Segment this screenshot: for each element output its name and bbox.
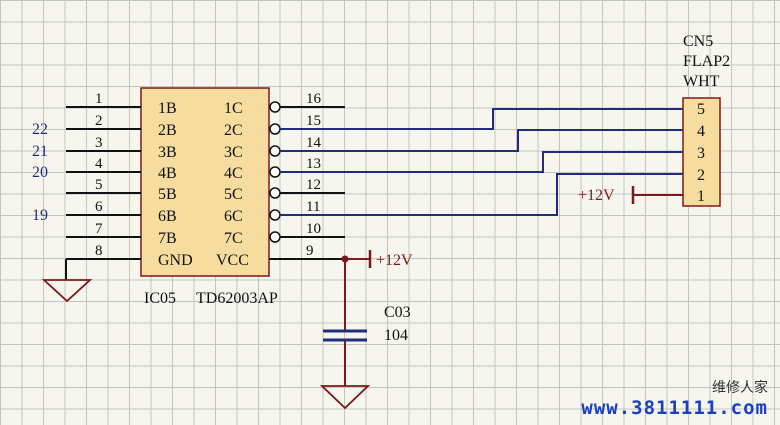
watermark: 维修人家 www.3811111.com [581,377,768,419]
net-label: 22 [32,121,48,138]
output-pin-wires [269,106,345,260]
pin-name: 7C [224,230,243,247]
input-pin-wires [66,106,141,260]
pin-number: 10 [306,221,321,237]
pin-number: 14 [306,135,322,151]
input-pin-numbers: 1 2 3 4 5 6 7 8 [95,91,103,259]
pin-name: 4C [224,165,243,182]
ground-symbol-ic [41,259,93,303]
net-label: 20 [32,164,48,181]
connector-ref: CN5 [683,33,713,50]
output-pin-numbers: 16 15 14 13 12 11 10 9 [306,91,322,259]
pin-number: 4 [697,123,705,140]
pin-name: 1C [224,100,243,117]
capacitor-ref: C03 [384,304,411,321]
pin-name: VCC [216,252,249,269]
pin-name: GND [158,252,193,269]
ic-output-pin-names: 1C 2C 3C 4C 5C 6C 7C VCC [216,100,249,269]
pin-number: 9 [306,243,314,259]
pin-name: 3B [158,144,177,161]
input-net-labels: 22 21 20 19 [32,121,48,224]
power-symbol-connector: +12V [578,186,683,204]
pin-number: 3 [697,145,705,162]
pin-number: 5 [697,101,705,118]
power-label: +12V [578,187,615,204]
pin-name: 4B [158,165,177,182]
pin-name: 5C [224,186,243,203]
power-symbol-vcc: +12V [345,250,413,269]
watermark-url: www.3811111.com [581,397,768,419]
ic-part: TD62003AP [196,290,278,307]
connector-color: WHT [683,73,720,90]
pin-name: 2B [158,122,177,139]
pin-number: 5 [95,177,103,193]
ic-body [140,87,270,277]
pin-number: 1 [95,91,103,107]
pin-number: 6 [95,199,103,215]
pin-number: 7 [95,221,103,237]
pin-name: 7B [158,230,177,247]
connector-pin-numbers: 5 4 3 2 1 [697,101,705,205]
net-label: 19 [32,207,48,224]
pin-number: 15 [306,113,321,129]
capacitor: C03 104 [323,259,411,386]
pin-number: 16 [306,91,322,107]
pin-name: 6B [158,208,177,225]
watermark-brand: 维修人家 [712,380,768,396]
pin-name: 2C [224,122,243,139]
ground-symbol-cap [319,385,371,410]
ic-ref: IC05 [144,290,176,307]
pin-number: 4 [95,156,103,172]
ic-input-pin-names: 1B 2B 3B 4B 5B 6B 7B GND [158,100,193,269]
output-inversion-bubbles [269,101,281,243]
pin-number: 8 [95,243,103,259]
pin-name: 6C [224,208,243,225]
pin-number: 13 [306,156,321,172]
pin-name: 5B [158,186,177,203]
pin-number: 2 [697,167,705,184]
power-label: +12V [376,252,413,269]
pin-number: 3 [95,135,103,151]
capacitor-value: 104 [384,327,408,344]
pin-name: 3C [224,144,243,161]
connector-body [682,97,721,207]
pin-number: 11 [306,199,320,215]
connector-type: FLAP2 [683,53,730,70]
net-label: 21 [32,143,48,160]
pin-number: 12 [306,177,321,193]
connector-labels: CN5 FLAP2 WHT [683,33,730,90]
pin-name: 1B [158,100,177,117]
connector-wires [280,108,683,216]
pin-number: 2 [95,113,103,129]
pin-number: 1 [697,188,705,205]
